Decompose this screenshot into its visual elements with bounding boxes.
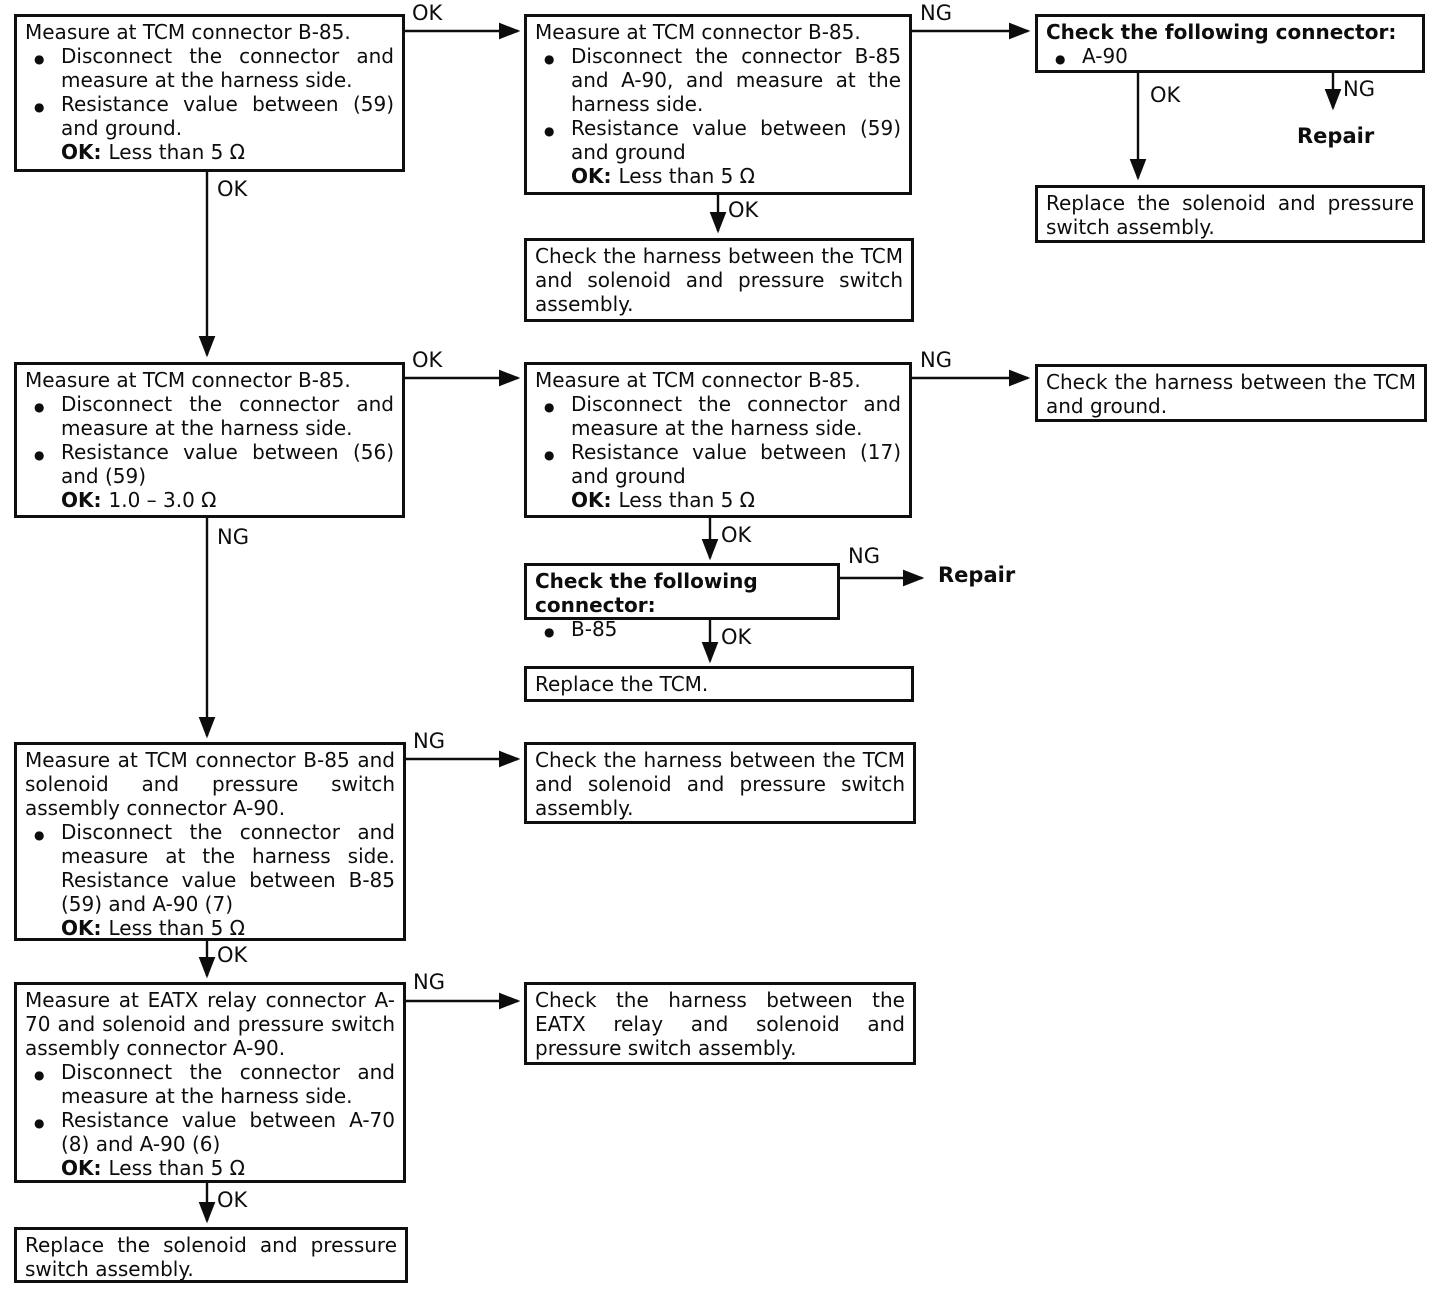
node-title: Measure at TCM connector B-85. [535,368,861,392]
node-check-connector-a90: Check the following connector: A-90 [1035,14,1425,73]
edge-label-ng: NG [1343,77,1375,101]
ok-label: OK: [571,164,612,188]
node-check-harness-tcm-solenoid: Check the harness between the TCM and so… [524,238,914,322]
ok-value: Less than 5 Ω [108,140,245,164]
node-measure-eatx-a70-a90: Measure at EATX relay connector A-70 and… [14,982,406,1183]
node-bullet: Resistance value between (56) and (59) [25,440,394,488]
node-bullet: Resistance value between (59) and ground… [25,92,394,140]
node-text: Check the harness between the TCM and so… [535,748,905,820]
node-bullet: Disconnect the connector and measure at … [25,392,394,440]
node-measure-tcm-b85-pin59-ground: Measure at TCM connector B-85. Disconnec… [14,14,405,172]
edge-label-ok: OK [217,177,248,201]
node-result: OK:Less than 5 Ω [535,488,901,512]
node-title: Measure at TCM connector B-85. [25,20,351,44]
ok-label: OK: [61,916,102,940]
node-title: Measure at TCM connector B-85 and soleno… [25,748,395,820]
node-result: OK:Less than 5 Ω [25,140,394,164]
node-check-connector-b85: Check the following connector: B-85 [524,563,840,644]
edge-label-ok: OK [728,198,759,222]
ok-value: 1.0 – 3.0 Ω [108,488,217,512]
ok-value: Less than 5 Ω [108,1156,245,1180]
node-bullet: Disconnect the connector B-85 and A-90, … [535,44,901,116]
node-measure-tcm-b85-pin17-ground: Measure at TCM connector B-85. Disconnec… [524,362,912,518]
node-replace-solenoid-assembly-bottom: Replace the solenoid and pressure switch… [14,1227,408,1283]
node-bullet: Disconnect the connector and measure at … [25,1060,395,1108]
node-bullet: Resistance value between (17) and ground [535,440,901,488]
edge-label-ng: NG [217,525,249,549]
node-replace-tcm: Replace the TCM. [524,666,914,702]
edge-label-ok: OK [217,943,248,967]
node-measure-tcm-b85-pin56-59: Measure at TCM connector B-85. Disconnec… [14,362,405,518]
edge-label-ok: OK [721,523,752,547]
edge-label-ok: OK [217,1188,248,1212]
node-title: Check the following connector: [535,569,758,617]
edge-label-ok: OK [721,625,752,649]
ok-label: OK: [61,488,102,512]
ok-label: OK: [61,140,102,164]
edge-label-ok: OK [412,1,443,25]
node-bullet: Disconnect the connector and measure at … [25,820,395,916]
edge-label-ng: NG [920,1,952,25]
edge-label-ng: NG [413,729,445,753]
node-replace-solenoid-assembly: Replace the solenoid and pressure switch… [1035,185,1425,243]
node-check-harness-eatx-solenoid: Check the harness between the EATX relay… [524,982,916,1065]
edge-label-ok: OK [412,348,443,372]
node-title: Measure at EATX relay connector A-70 and… [25,988,395,1060]
node-text: Check the harness between the TCM and gr… [1046,370,1416,418]
node-bullet: Resistance value between A-70 (8) and A-… [25,1108,395,1156]
node-text: Check the harness between the TCM and so… [535,244,903,316]
node-result: OK:1.0 – 3.0 Ω [25,488,394,512]
node-text: Replace the solenoid and pressure switch… [1046,191,1414,239]
node-title: Check the following connector: [1046,20,1397,44]
node-bullet: Disconnect the connector and measure at … [25,44,394,92]
node-text: Replace the solenoid and pressure switch… [25,1233,397,1281]
node-result: OK:Less than 5 Ω [535,164,901,188]
node-text: Replace the TCM. [535,672,709,696]
terminal-repair: Repair [1297,124,1375,148]
node-bullet: B-85 [535,617,829,644]
node-text: Check the harness between the EATX relay… [535,988,905,1060]
ok-value: Less than 5 Ω [618,488,755,512]
node-title: Measure at TCM connector B-85. [535,20,861,44]
edge-label-ng: NG [413,970,445,994]
node-bullet: A-90 [1046,44,1414,71]
edge-label-ng: NG [920,348,952,372]
ok-value: Less than 5 Ω [618,164,755,188]
node-result: OK:Less than 5 Ω [25,1156,395,1180]
ok-label: OK: [571,488,612,512]
edge-label-ok: OK [1150,83,1181,107]
node-measure-tcm-b85-a90: Measure at TCM connector B-85. Disconnec… [524,14,912,195]
node-check-harness-tcm-solenoid-2: Check the harness between the TCM and so… [524,742,916,824]
node-title: Measure at TCM connector B-85. [25,368,351,392]
node-check-harness-tcm-ground: Check the harness between the TCM and gr… [1035,364,1427,422]
terminal-repair: Repair [938,563,1016,587]
node-result: OK:Less than 5 Ω [25,916,395,940]
node-bullet: Resistance value between (59) and ground [535,116,901,164]
ok-value: Less than 5 Ω [108,916,245,940]
edge-label-ng: NG [848,544,880,568]
node-bullet: Disconnect the connector and measure at … [535,392,901,440]
ok-label: OK: [61,1156,102,1180]
node-measure-b85-a90-harness: Measure at TCM connector B-85 and soleno… [14,742,406,941]
